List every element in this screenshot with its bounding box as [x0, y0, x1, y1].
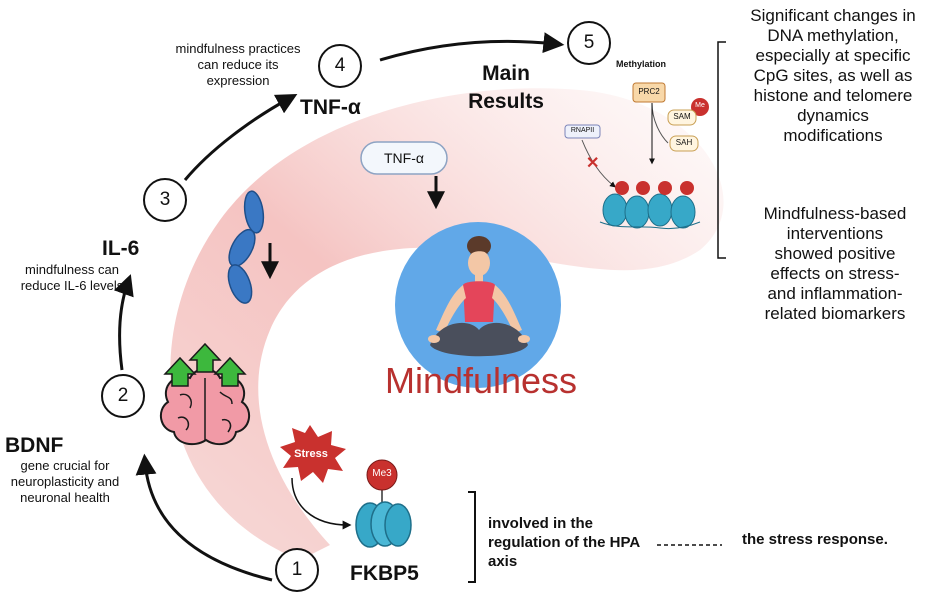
fkbp5-desc-line1: involved in the [488, 515, 594, 532]
results-line: histone and telomere [753, 86, 913, 105]
me3-mark [366, 459, 398, 491]
results-line: Mindfulness-based [763, 204, 907, 223]
sah-label: SAH [675, 138, 693, 147]
arrow-4-to-5 [379, 32, 565, 62]
nucleosome-array-icon [599, 181, 701, 229]
prc2-box [632, 82, 666, 103]
stress-to-fkbp5-arrow [291, 477, 352, 530]
step-4-badge: 4 [318, 44, 362, 88]
results-line: related biomarkers [764, 304, 906, 323]
results-line: modifications [783, 126, 883, 145]
results-bracket [717, 41, 726, 259]
step-1-badge: 1 [275, 548, 319, 592]
arrow-3-to-4 [183, 93, 298, 181]
main-results-title: Main Results [468, 62, 544, 113]
il6-note: mindfulness can reduce IL-6 levels [20, 262, 124, 293]
block-x-icon: ✕ [586, 155, 599, 172]
results-line: showed positive [774, 244, 896, 263]
me3-label: Me3 [372, 468, 392, 479]
methylation-label: Methylation [616, 59, 667, 69]
prc2-label: PRC2 [638, 87, 660, 96]
fkbp5-title: FKBP5 [350, 562, 419, 585]
arrow-2-to-3 [113, 274, 134, 371]
step-2-badge: 2 [101, 374, 145, 418]
sam-box [667, 109, 697, 126]
results-line: especially at specific [755, 46, 911, 65]
fkbp5-nucleosome-icon [355, 490, 412, 548]
tnf-note: mindfulness practices can reduce its exp… [175, 41, 301, 88]
step-5-badge: 5 [567, 21, 611, 65]
fkbp5-desc-line2: regulation of the HPA [488, 534, 641, 551]
fkbp5-bracket [468, 491, 476, 583]
fkbp5-desc: involved in the regulation of the HPA ax… [488, 514, 640, 571]
tnf-pill-label: TNF-α [384, 150, 424, 166]
brain-icon [159, 368, 251, 446]
mindfulness-title: Mindfulness [384, 360, 578, 401]
arrow-1-to-2 [135, 453, 273, 582]
step-3-badge: 3 [143, 178, 187, 222]
results-line: and inflammation- [767, 284, 903, 303]
me-label: Me [695, 102, 705, 109]
stress-label: Stress [294, 448, 328, 460]
sam-label: SAM [673, 112, 691, 121]
results-methylation-text: Significant changes in DNA methylation, … [735, 6, 931, 146]
tnf-pill [360, 141, 448, 175]
stress-response-label: the stress response. [742, 531, 888, 548]
results-line: interventions [786, 224, 884, 243]
il6-title: IL-6 [102, 237, 140, 260]
results-line: Significant changes in [750, 6, 916, 25]
il6-protein-icon [227, 190, 265, 304]
rnapii-box [564, 124, 601, 139]
fkbp5-desc-line3: axis [488, 553, 518, 570]
results-line: DNA methylation, [767, 26, 899, 45]
bdnf-title: BDNF [5, 434, 64, 457]
pink-arc-band [170, 88, 724, 561]
results-line: effects on stress- [770, 264, 900, 283]
results-line: dynamics [797, 106, 869, 125]
increase-arrows-icon [163, 342, 247, 387]
methylation-panel: ✕ [564, 82, 709, 229]
bdnf-note: gene crucial for neuroplasticity and neu… [10, 458, 120, 505]
stress-burst-icon [280, 425, 346, 483]
tnf-title: TNF-α [300, 96, 361, 119]
me-mark [691, 98, 709, 116]
results-biomarkers-text: Mindfulness-based interventions showed p… [740, 204, 930, 324]
rnapii-label: RNAPII [570, 127, 595, 134]
results-line: CpG sites, as well as [753, 66, 913, 85]
sah-box [669, 135, 699, 152]
meditating-person-icon [428, 236, 530, 357]
